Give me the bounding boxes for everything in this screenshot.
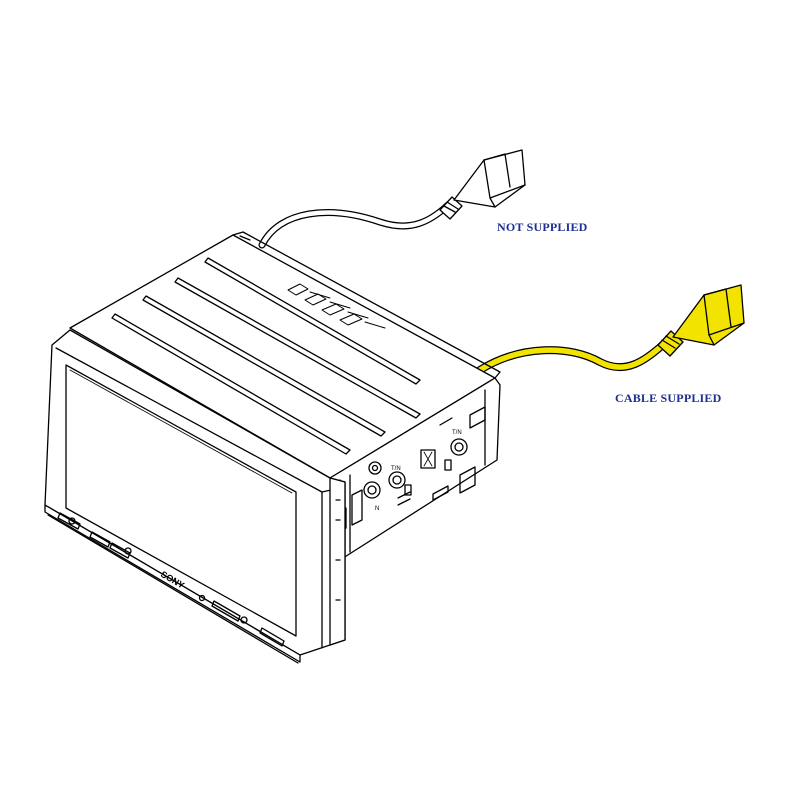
display-screen bbox=[65, 364, 297, 637]
not-supplied-label: NOT SUPPLIED bbox=[497, 220, 588, 234]
jack-label-3: N bbox=[375, 506, 379, 512]
chassis bbox=[69, 231, 501, 561]
front-panel bbox=[44, 329, 346, 664]
not-supplied-cable bbox=[258, 149, 526, 249]
cable-supplied-label: CABLE SUPPLIED bbox=[615, 391, 722, 405]
front-buttons bbox=[57, 512, 285, 647]
rear-jacks bbox=[341, 406, 486, 531]
jack-label-2: T/N bbox=[452, 430, 462, 436]
jack-label-1: T/N bbox=[391, 466, 401, 472]
supplied-cable bbox=[476, 284, 745, 374]
